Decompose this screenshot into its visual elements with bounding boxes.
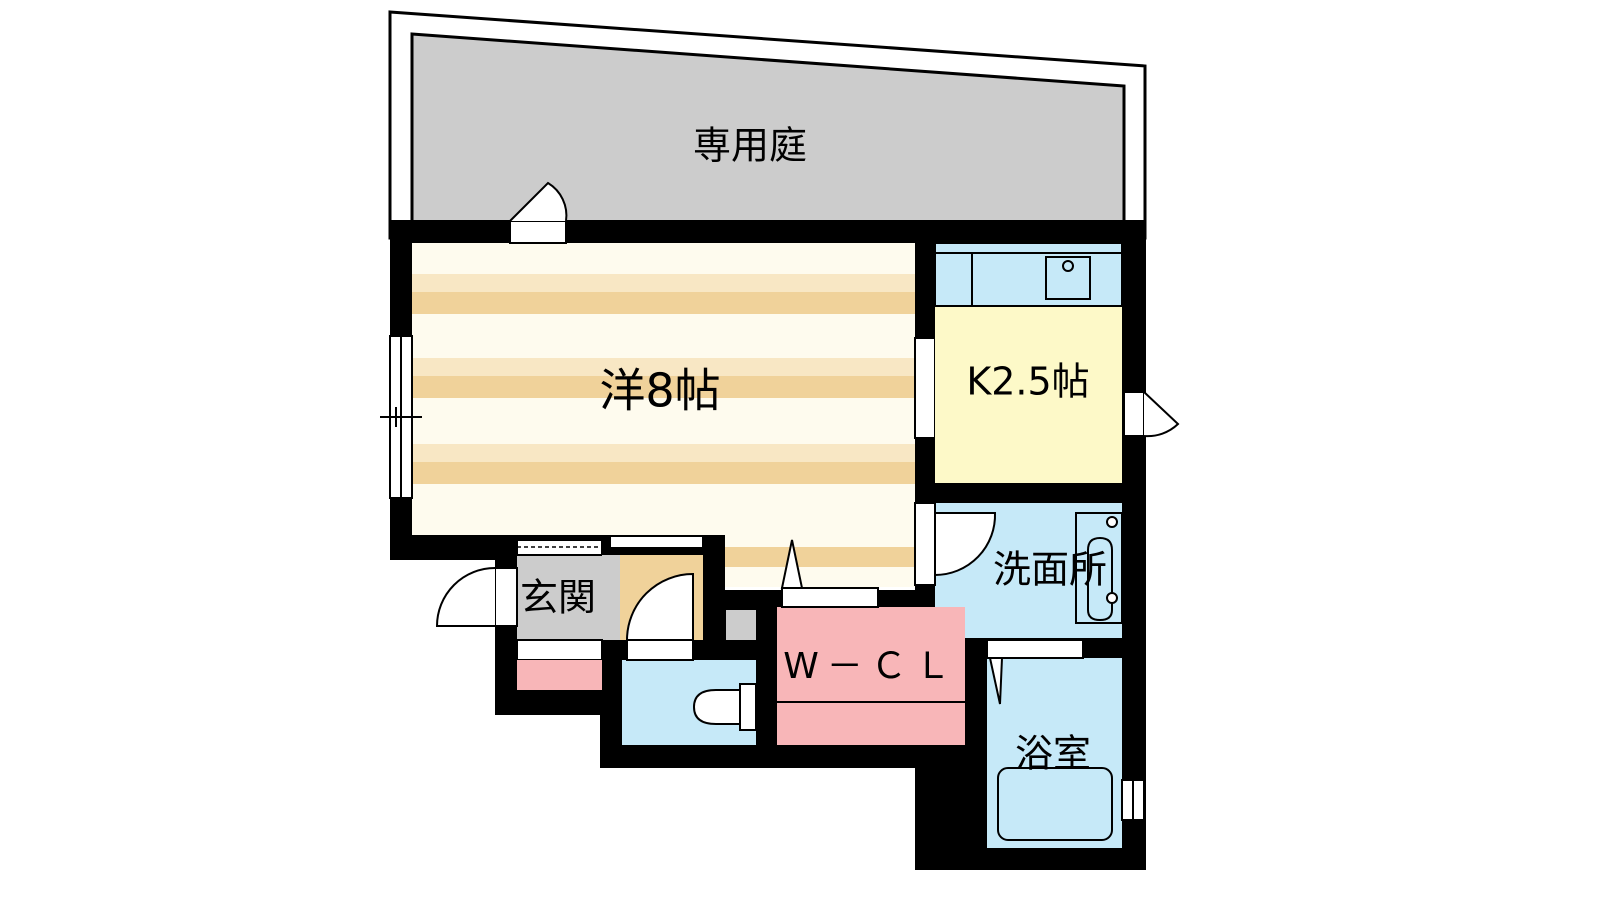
walk-in-closet-floor (777, 607, 965, 745)
small-closet (620, 555, 756, 641)
shoe-box-top (516, 639, 603, 661)
kitchen-opening (914, 337, 936, 439)
garden-label: 専用庭 (693, 124, 807, 168)
wcl-door-leaf (780, 539, 804, 589)
floor-stripe (412, 292, 915, 314)
bath-door-track (986, 639, 1084, 659)
washroom-label: 洗面所 (993, 548, 1107, 592)
sink-icon (1045, 256, 1091, 300)
kitchen-label: K2.5帖 (966, 360, 1089, 404)
bath-door-leaf (988, 657, 1004, 705)
floor-stripe (412, 376, 915, 398)
western-room: 洋8帖 (380, 181, 936, 587)
floor-stripe-soft (412, 444, 915, 462)
entrance: 玄関 (435, 535, 704, 690)
entrance-floor (517, 555, 602, 640)
bathroom-label: 浴室 (1015, 732, 1091, 776)
kitchen: K2.5帖 (934, 242, 1180, 483)
wcl-door-track (781, 587, 879, 608)
floor-stripe (725, 547, 915, 567)
toilet-bowl-icon (692, 689, 741, 725)
entrance-door-opening (494, 567, 518, 627)
washbasin-icon (1087, 536, 1113, 622)
utility-space (726, 610, 756, 640)
bathtub-icon (997, 767, 1113, 841)
small-closet-door-swing (625, 572, 694, 641)
floor-stripe-soft (412, 274, 915, 292)
shoe-box (517, 660, 602, 690)
floor-stripe (412, 462, 915, 484)
kitchen-side-door-opening (1123, 391, 1145, 437)
bathroom: 浴室 (986, 639, 1145, 848)
toilet-tank-icon (739, 683, 757, 731)
garden-door-swing (509, 181, 568, 222)
garden-door-opening (509, 220, 567, 244)
toilet (622, 639, 757, 745)
washroom-door-swing (934, 512, 997, 577)
sink-drain-icon (1062, 260, 1074, 272)
faucet-icon (1106, 516, 1118, 528)
floor-stripe-soft (412, 358, 915, 376)
western-room-label: 洋8帖 (599, 364, 720, 418)
washroom: 洗面所 (914, 502, 1123, 638)
walk-in-closet-label: W－ＣＬ (783, 646, 959, 687)
garden: 専用庭 (388, 10, 1147, 240)
walk-in-closet: W－ＣＬ (777, 539, 965, 745)
entrance-label: 玄関 (520, 576, 596, 620)
toilet-door-track (626, 639, 694, 661)
washroom-wall-stub (914, 502, 936, 586)
entrance-door-swing (435, 567, 496, 627)
entrance-hall (602, 555, 620, 640)
kitchen-side-door-swing (1143, 391, 1180, 438)
hall-sliding-door (609, 535, 704, 549)
faucet-icon (1106, 592, 1118, 604)
